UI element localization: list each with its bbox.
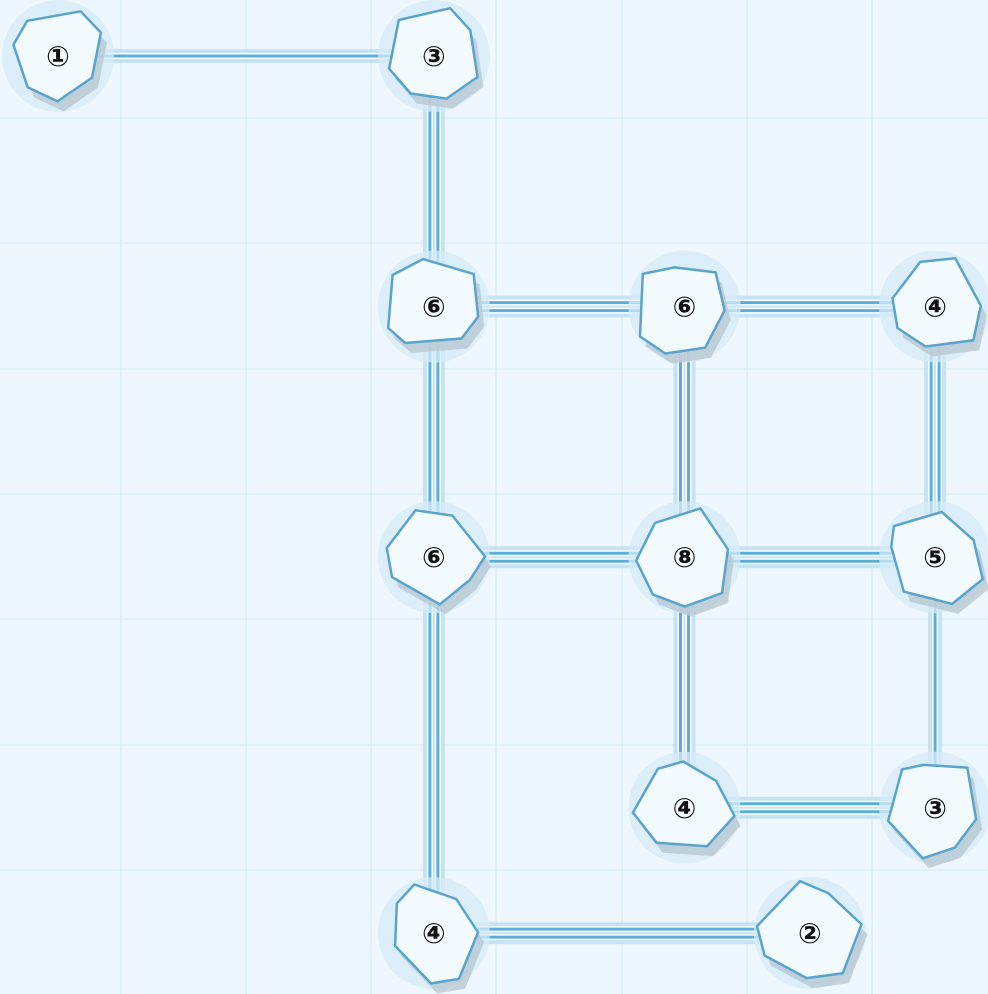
bridges bbox=[58, 56, 939, 937]
island-d[interactable]: ⑥ bbox=[629, 251, 741, 364]
island-label: ③ bbox=[422, 40, 446, 73]
island-label: ⑥ bbox=[673, 291, 697, 324]
island-j[interactable]: ③ bbox=[879, 752, 988, 869]
island-f[interactable]: ⑥ bbox=[378, 501, 491, 614]
island-g[interactable]: ⑧ bbox=[629, 501, 741, 616]
island-i[interactable]: ④ bbox=[629, 752, 741, 864]
island-h[interactable]: ⑤ bbox=[879, 501, 988, 614]
island-label: ① bbox=[46, 40, 70, 73]
island-label: ② bbox=[798, 917, 822, 950]
island-k[interactable]: ④ bbox=[378, 877, 490, 993]
island-label: ⑤ bbox=[923, 541, 947, 574]
island-label: ⑧ bbox=[673, 541, 697, 574]
island-c[interactable]: ⑥ bbox=[378, 251, 490, 363]
bridge-f-k[interactable] bbox=[430, 557, 438, 933]
island-label: ⑥ bbox=[422, 541, 446, 574]
island-b[interactable]: ③ bbox=[378, 0, 490, 112]
bridge-k-l[interactable] bbox=[434, 929, 810, 937]
island-a[interactable]: ① bbox=[2, 0, 114, 112]
island-label: ⑥ bbox=[422, 291, 446, 324]
island-label: ③ bbox=[923, 792, 947, 825]
island-l[interactable]: ② bbox=[754, 877, 868, 989]
island-label: ④ bbox=[422, 917, 446, 950]
island-e[interactable]: ④ bbox=[879, 251, 988, 363]
island-label: ④ bbox=[673, 792, 697, 825]
island-label: ④ bbox=[923, 291, 947, 324]
